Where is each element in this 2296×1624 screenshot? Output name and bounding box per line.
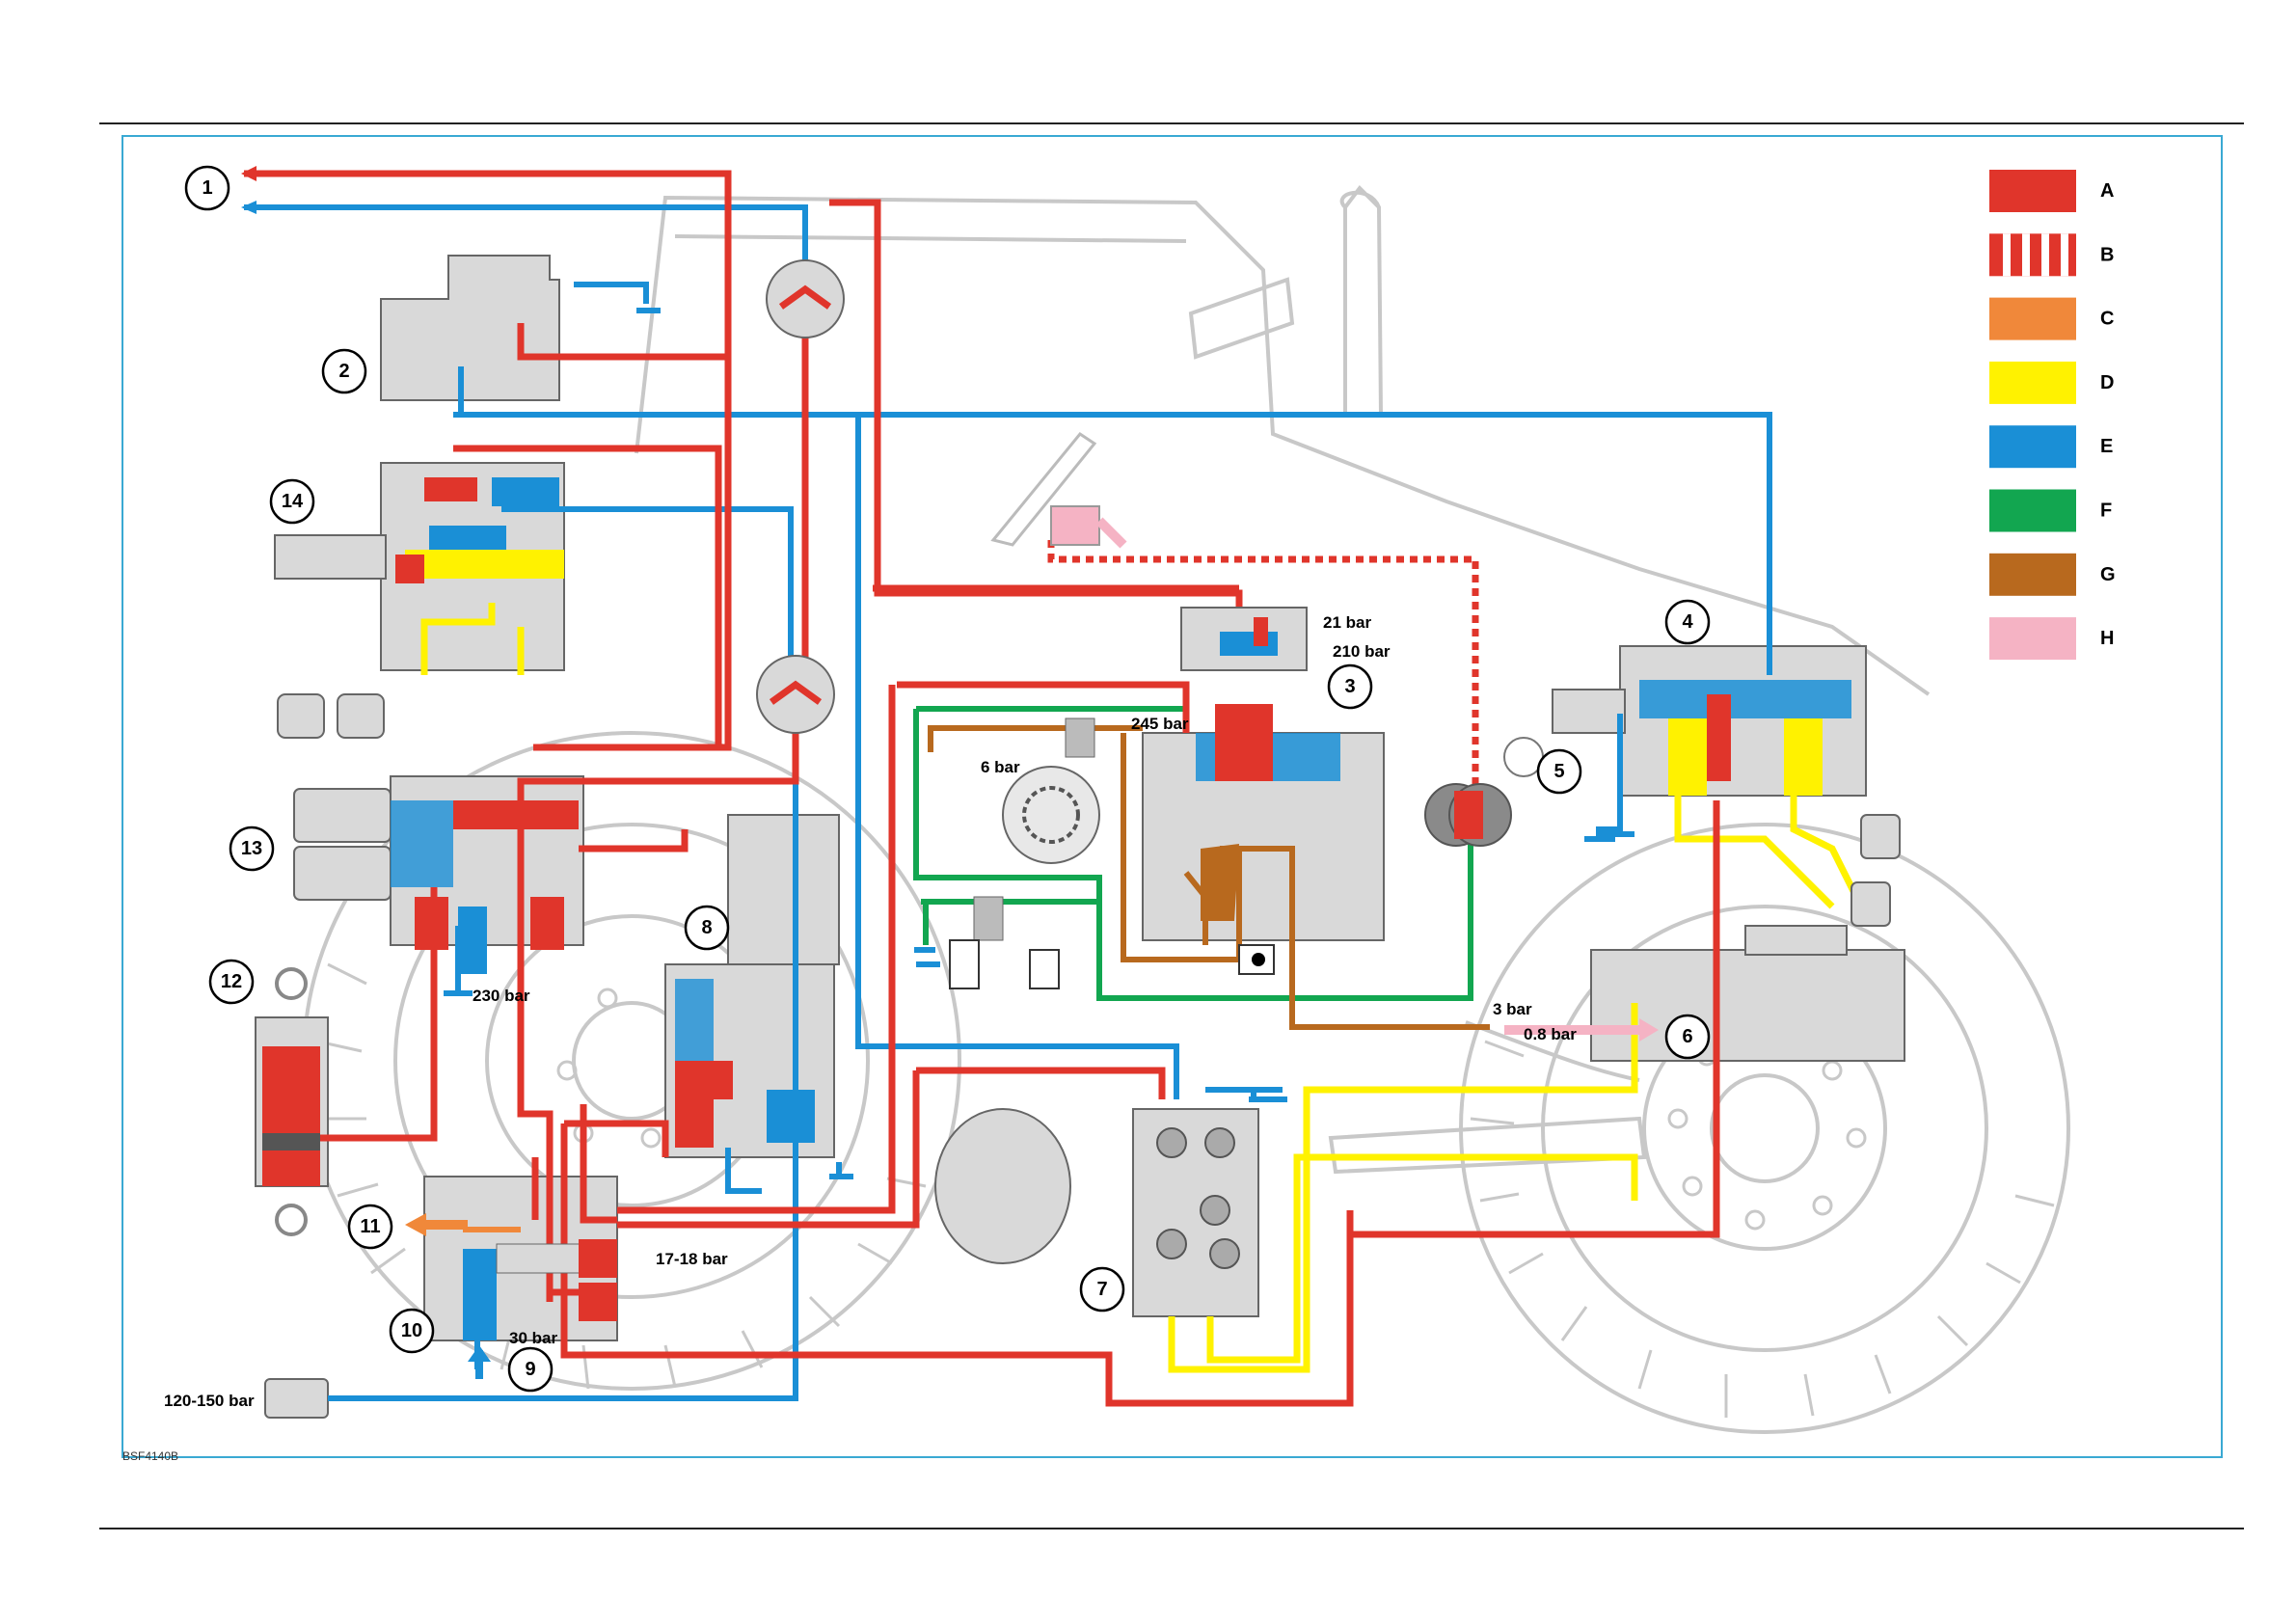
label-6-bar: 6 bar — [981, 758, 1020, 776]
legend-stripe — [2061, 233, 2068, 276]
shuttle-valve-top — [767, 260, 844, 338]
svg-text:6: 6 — [1682, 1026, 1692, 1047]
svg-text:12: 12 — [221, 971, 242, 992]
svg-text:2: 2 — [338, 361, 349, 382]
label-30-bar: 30 bar — [509, 1329, 557, 1347]
legend-stripe — [2022, 233, 2030, 276]
check-valve-symbol — [1239, 945, 1274, 974]
shuttle-valve-middle — [757, 656, 834, 733]
legend-item-f: F — [1989, 490, 2112, 532]
legend-item-b: B — [1989, 233, 2114, 276]
component-14-lever — [275, 535, 386, 579]
legend-label-a: A — [2100, 180, 2114, 202]
filter-symbols — [950, 940, 1059, 988]
legend-item-e: E — [1989, 425, 2113, 468]
legend-swatch-g — [1989, 554, 2076, 596]
label-3-bar: 3 bar — [1493, 1000, 1532, 1018]
legend-label-c: C — [2100, 309, 2114, 330]
svg-text:14: 14 — [282, 491, 304, 512]
legend-swatch-f — [1989, 490, 2076, 532]
legend: A B C D E F G H — [1989, 170, 2116, 660]
legend-item-a: A — [1989, 170, 2114, 212]
svg-text:4: 4 — [1682, 611, 1693, 633]
label-17-18-bar: 17-18 bar — [656, 1250, 728, 1268]
label-230-bar: 230 bar — [473, 987, 530, 1005]
callout-12: 12 — [210, 961, 253, 1003]
legend-label-g: G — [2100, 564, 2116, 585]
legend-swatch-e — [1989, 425, 2076, 468]
svg-text:9: 9 — [525, 1359, 535, 1380]
callout-5: 5 — [1538, 750, 1580, 793]
label-245-bar: 245 bar — [1131, 715, 1189, 733]
accumulator-body — [935, 1109, 1070, 1263]
line-1-blue-arrowhead — [241, 201, 257, 214]
legend-swatch-a — [1989, 170, 2076, 212]
callout-4: 4 — [1666, 601, 1709, 643]
figure-code: BSF4140B — [122, 1449, 178, 1463]
legend-label-e: E — [2100, 436, 2113, 457]
svg-text:8: 8 — [701, 917, 712, 938]
legend-swatch-d — [1989, 362, 2076, 404]
legend-swatch-c — [1989, 298, 2076, 340]
callout-2: 2 — [323, 350, 365, 392]
component-6-body — [1591, 950, 1904, 1061]
label-210-bar: 210 bar — [1333, 642, 1391, 661]
legend-stripe — [2003, 233, 2011, 276]
steering-unit-top — [1051, 506, 1123, 545]
label-120-150-bar: 120-150 bar — [164, 1392, 255, 1410]
component-4-body — [1620, 646, 1866, 796]
component-8-head — [728, 815, 839, 964]
legend-item-h: H — [1989, 617, 2114, 660]
legend-label-f: F — [2100, 501, 2112, 522]
legend-item-c: C — [1989, 298, 2114, 340]
callout-8: 8 — [686, 907, 728, 949]
label-21-bar: 21 bar — [1323, 613, 1371, 632]
svg-text:11: 11 — [360, 1216, 380, 1237]
label-0-8-bar: 0.8 bar — [1524, 1025, 1577, 1043]
component-14-port-a — [278, 694, 324, 738]
callout-6: 6 — [1666, 1015, 1709, 1058]
component-4-lever-left — [1553, 690, 1625, 733]
component-2-body — [381, 256, 559, 400]
legend-item-g: G — [1989, 554, 2116, 596]
component-13-solenoid-a — [294, 789, 391, 842]
svg-text:5: 5 — [1553, 761, 1564, 782]
callout-9: 9 — [509, 1348, 552, 1391]
callout-14: 14 — [271, 480, 313, 523]
callout-11: 11 — [349, 1205, 392, 1248]
callout-13: 13 — [230, 827, 273, 870]
component-4-ports — [1851, 815, 1900, 926]
legend-item-d: D — [1989, 362, 2114, 404]
component-9-arrow — [468, 1345, 491, 1379]
legend-label-b: B — [2100, 244, 2114, 265]
legend-swatch-h — [1989, 617, 2076, 660]
component-120-150-sender — [265, 1379, 328, 1418]
svg-text:13: 13 — [241, 838, 262, 859]
svg-text:10: 10 — [401, 1320, 422, 1341]
callout-1: 1 — [186, 167, 229, 209]
component-6-top — [1745, 926, 1847, 955]
component-13-solenoid-b — [294, 847, 391, 900]
line-1-red-arrowhead — [241, 166, 257, 181]
callout-10: 10 — [391, 1310, 433, 1352]
component-12-internals — [262, 969, 320, 1234]
component-7-body — [1133, 1109, 1258, 1316]
callout-7: 7 — [1081, 1268, 1123, 1311]
svg-text:7: 7 — [1096, 1279, 1107, 1300]
callout-3: 3 — [1329, 665, 1371, 708]
component-5-pump — [1425, 784, 1511, 846]
gear-pump-6bar — [974, 718, 1099, 940]
svg-text:3: 3 — [1344, 676, 1355, 697]
legend-label-h: H — [2100, 628, 2114, 649]
svg-text:1: 1 — [202, 177, 212, 199]
legend-stripe — [2041, 233, 2049, 276]
component-14-port-b — [338, 694, 384, 738]
legend-label-d: D — [2100, 372, 2114, 393]
